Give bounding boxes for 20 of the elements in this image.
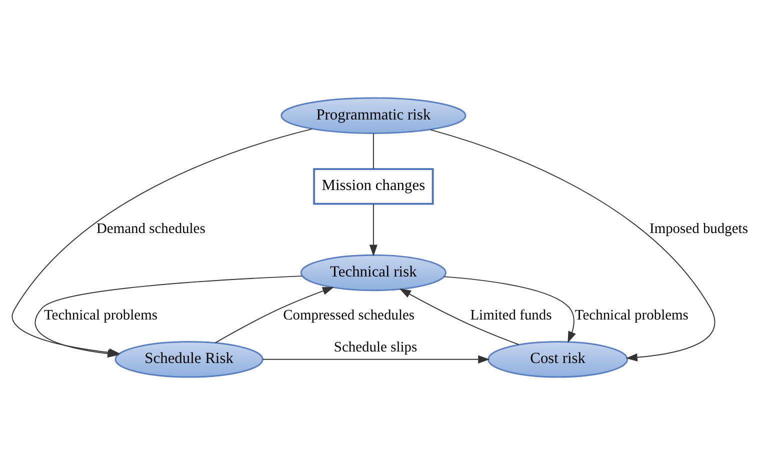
- connector: [372, 133, 374, 170]
- arrow: [369, 204, 378, 256]
- arrow: [444, 276, 576, 344]
- edge-label: Compressed schedules: [283, 307, 415, 324]
- edge-label: Technical problems: [44, 307, 158, 324]
- node-ellipse: Schedule Risk: [114, 341, 264, 378]
- edge-label: Limited funds: [470, 307, 552, 324]
- arrow: [214, 286, 334, 344]
- node-ellipse: Programmatic risk: [280, 97, 466, 134]
- edge-label: Imposed budgets: [650, 220, 748, 237]
- edge-label: Technical problems: [574, 307, 688, 324]
- arrow: [430, 129, 716, 362]
- edge-label: Demand schedules: [96, 220, 206, 237]
- edge-label: Schedule slips: [334, 340, 418, 356]
- arrow: [12, 128, 313, 356]
- arrow: [399, 288, 520, 346]
- node-ellipse: Cost risk: [488, 341, 628, 378]
- arrow: [262, 355, 490, 364]
- node-ellipse: Technical risk: [300, 254, 446, 292]
- node-box: Mission changes: [313, 168, 434, 205]
